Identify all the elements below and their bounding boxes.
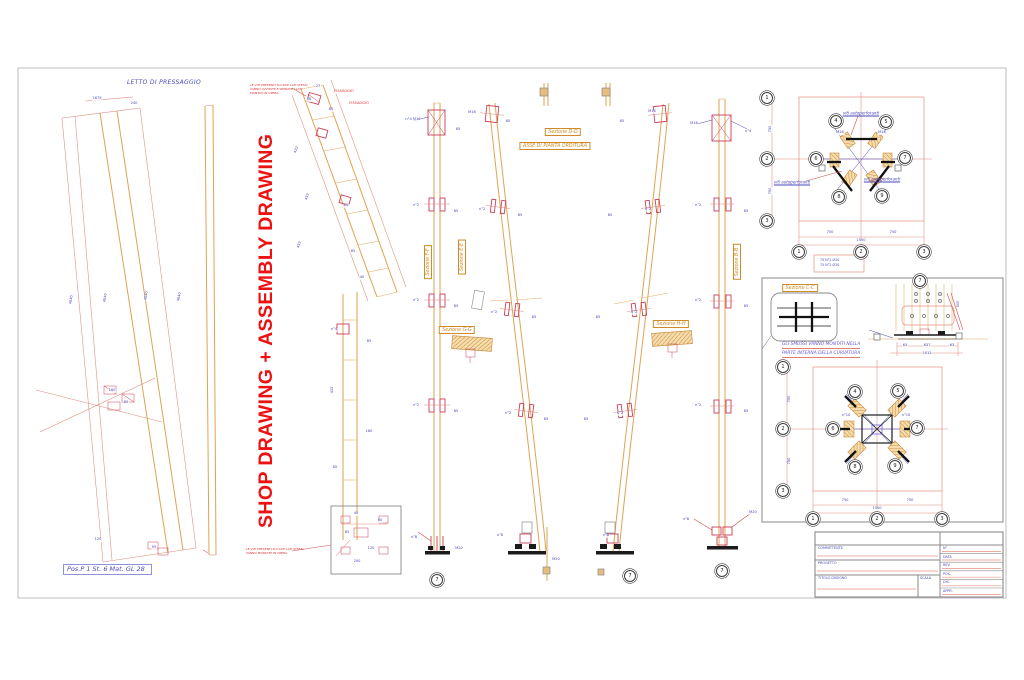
beam-blank-view	[202, 104, 217, 556]
plan-view-bottom	[786, 360, 948, 517]
plan-note-box	[813, 254, 865, 273]
section-cc-callout	[770, 292, 838, 342]
column-b-view	[480, 102, 551, 581]
column-c-view	[596, 102, 672, 576]
sheet-border	[17, 67, 1007, 599]
section-hh-block	[651, 330, 693, 358]
detail-panel	[761, 277, 1004, 523]
section-gg-block	[451, 335, 493, 363]
column-d-view	[693, 98, 752, 550]
column-a-view	[412, 102, 450, 555]
tilted-beam-view	[291, 79, 407, 575]
column-base-elevation	[868, 284, 988, 356]
section-cut-marks	[539, 83, 611, 106]
title-block	[814, 531, 1004, 598]
base-detail-box	[330, 505, 402, 575]
tie-lines	[471, 289, 669, 311]
